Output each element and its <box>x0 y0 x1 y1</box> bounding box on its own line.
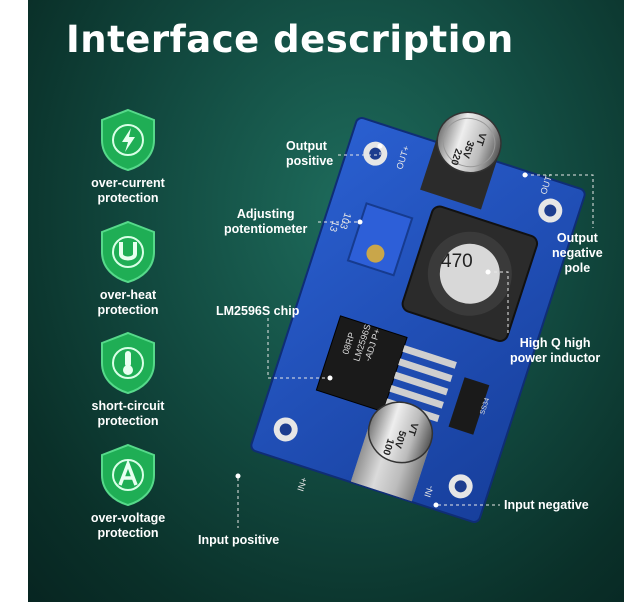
inductor-label: 470 <box>441 251 473 272</box>
feature-label: protection <box>97 414 159 428</box>
cap-top-label: VT <box>473 131 487 147</box>
thermometer-icon <box>101 331 155 395</box>
product-banner: Interface description over-current prote… <box>28 0 624 602</box>
feature-label: protection <box>97 526 159 540</box>
diode-label: SS34 <box>479 397 491 416</box>
pot-label: 103 <box>337 211 353 231</box>
a-letter-icon <box>101 443 155 507</box>
callout-dot-icon <box>522 172 528 178</box>
capacitor-bottom <box>350 401 434 502</box>
callout-dot-icon <box>433 502 439 508</box>
pot-label: 13 <box>327 219 341 233</box>
feature-short-circuit: short-circuit protection <box>68 331 188 429</box>
capacitor-top <box>420 111 502 210</box>
feature-label: over-voltage <box>90 511 166 525</box>
cap-bottom-label: VT <box>405 421 419 437</box>
potentiometer <box>346 202 414 277</box>
cap-top-label: 220 <box>448 147 464 167</box>
feature-over-heat: over-heat protection <box>68 220 188 318</box>
callout-inductor: High Q high power inductor <box>510 336 601 365</box>
cap-bottom-label: 50V <box>392 429 408 450</box>
callout-input-positive: Input positive <box>198 533 280 547</box>
feature-label: over-heat <box>99 288 157 302</box>
page-title: Interface description <box>66 18 514 61</box>
callout-dot-icon <box>377 143 383 149</box>
lightning-icon <box>101 108 155 172</box>
buck-converter-board: 220 35V VT 100 50V VT 470 08RP LM2596S -… <box>235 111 594 528</box>
feature-label: short-circuit <box>91 399 165 413</box>
cap-bottom-label: 100 <box>380 437 396 457</box>
feature-over-current: over-current protection <box>68 108 188 206</box>
u-letter-icon <box>101 220 155 284</box>
callout-dot-icon <box>357 219 363 225</box>
pad-in-positive: IN+ <box>295 476 309 493</box>
feature-label: protection <box>97 303 159 317</box>
feature-label: protection <box>97 191 159 205</box>
feature-over-voltage: over-voltage protection <box>68 443 188 541</box>
callout-dot-icon <box>327 375 333 381</box>
callout-adjusting-potentiometer: Adjusting potentiometer <box>224 207 308 236</box>
callout-input-negative: Input negative <box>504 498 589 512</box>
cap-top-label: 35V <box>460 139 476 160</box>
feature-label: over-current <box>91 176 165 190</box>
diode <box>448 377 490 435</box>
callout-chip: LM2596S chip <box>216 304 300 318</box>
callout-output-positive: Output positive <box>286 139 334 168</box>
pad-in-negative: IN- <box>422 484 435 499</box>
callout-dot-icon <box>235 473 241 479</box>
callout-dot-icon <box>485 269 491 275</box>
callout-output-negative: Output negative pole <box>552 231 603 275</box>
